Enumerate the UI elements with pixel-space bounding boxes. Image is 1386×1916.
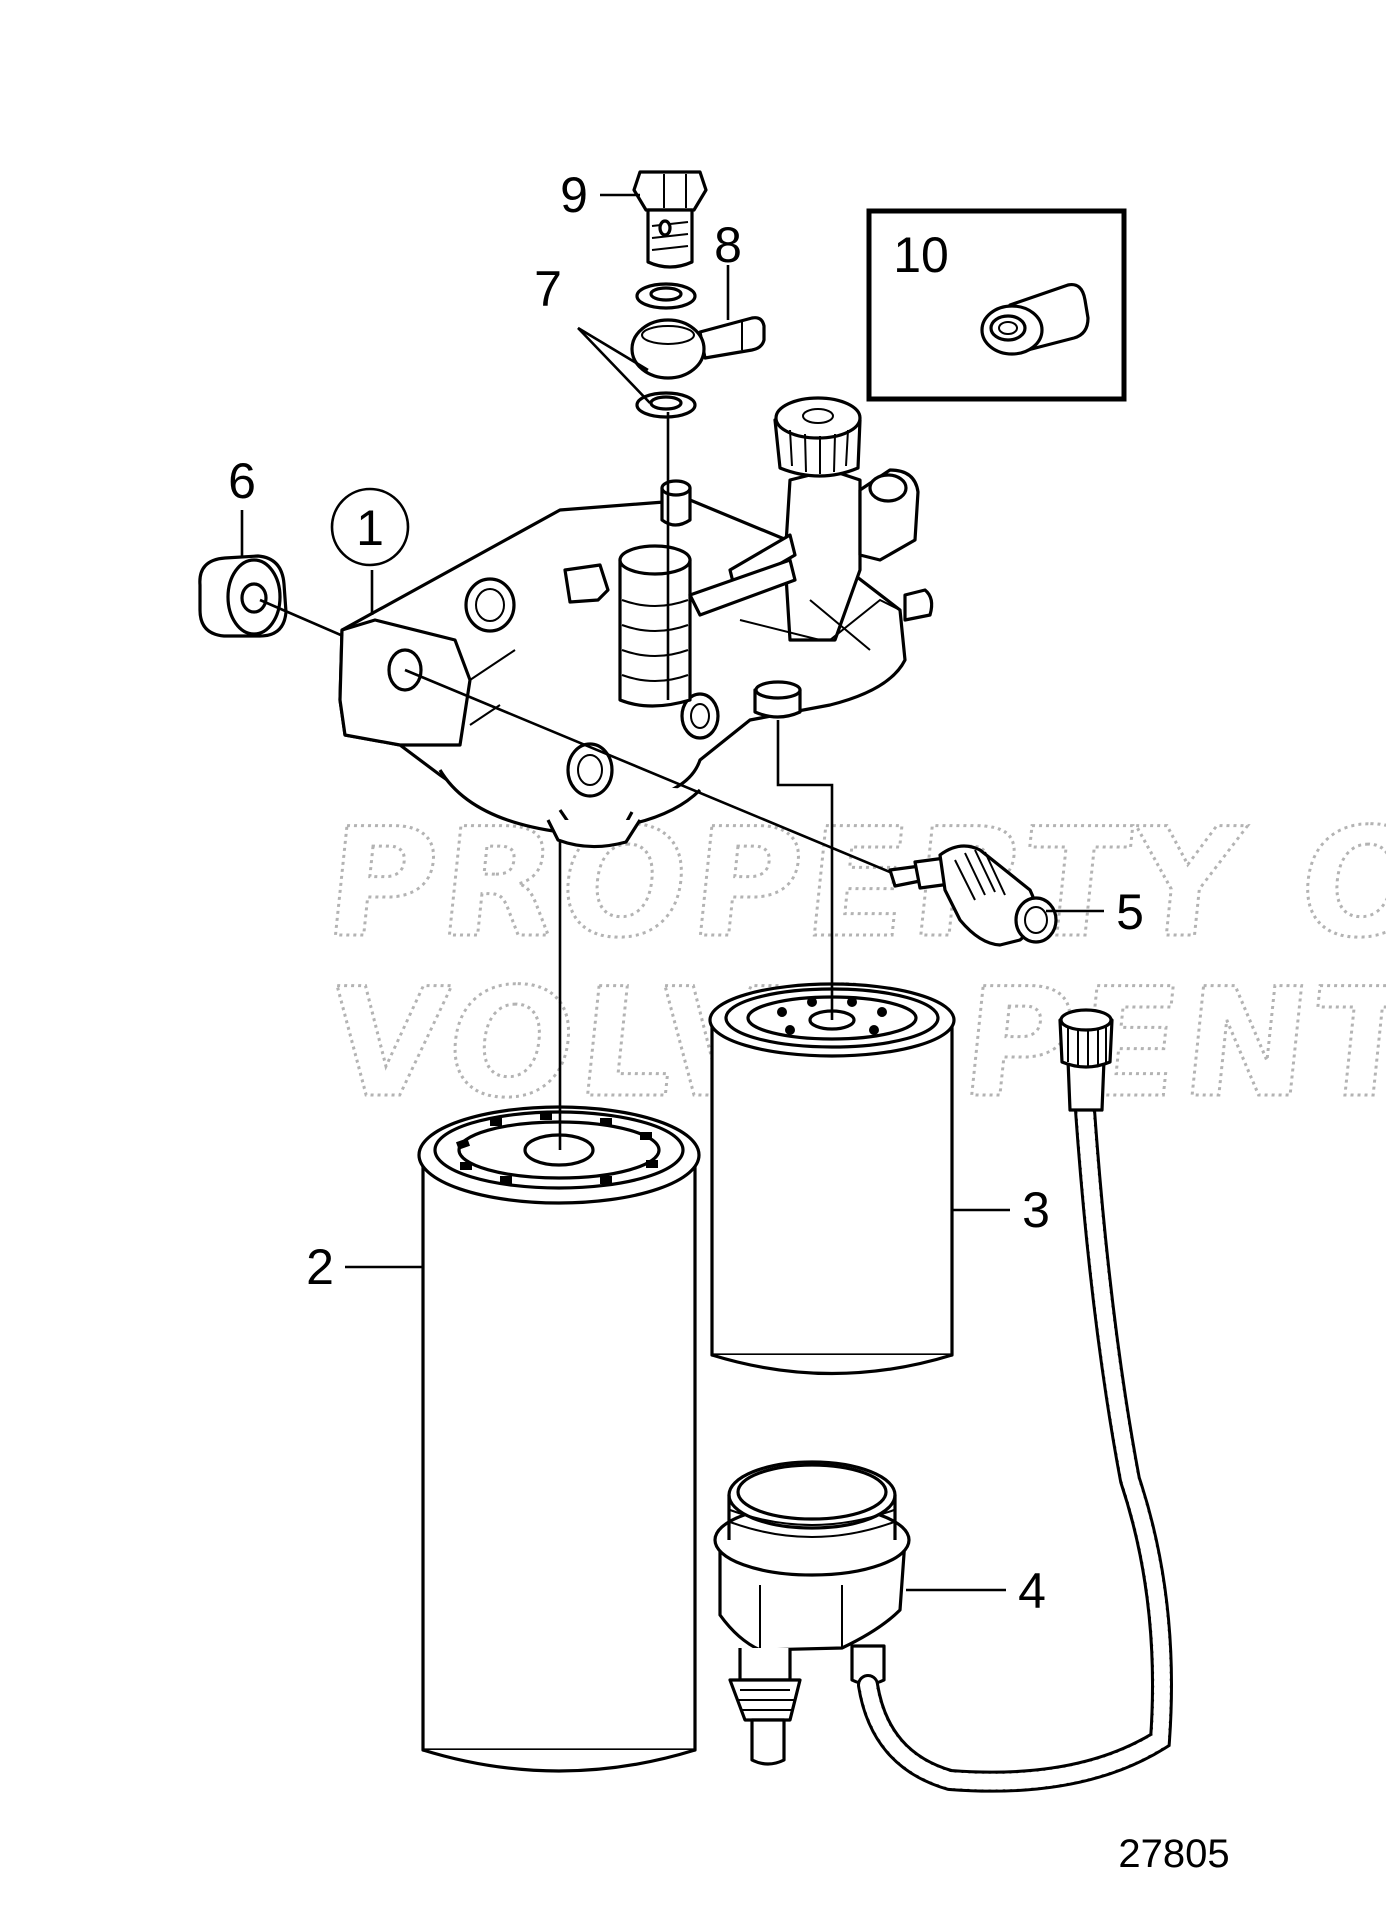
callout-5: 5	[1116, 884, 1144, 940]
callout-3: 3	[1022, 1182, 1050, 1238]
callout-8: 8	[714, 217, 742, 273]
filter-head-bracket	[338, 396, 934, 849]
water-separator-bowl	[713, 1460, 911, 1766]
sealing-washer-bottom	[635, 391, 697, 419]
banjo-fitting-icon	[980, 282, 1090, 356]
temperature-sensor	[888, 844, 1058, 947]
callout-4: 4	[1018, 1563, 1046, 1619]
fuel-filter-large	[417, 1105, 701, 1773]
callout-10: 10	[893, 227, 949, 283]
callout-6: 6	[228, 453, 256, 509]
callout-7: 7	[534, 261, 562, 317]
watermark-line-1: PROPERTY OF	[318, 796, 1386, 971]
part-10-inset	[866, 208, 1127, 402]
sensor-cable	[857, 1008, 1173, 1793]
banjo-fitting-8	[630, 316, 766, 380]
banjo-bolt	[632, 170, 708, 269]
alignment-lines	[240, 193, 1104, 1592]
callout-circle-1	[330, 487, 410, 567]
callout-9: 9	[560, 167, 588, 223]
callout-2: 2	[306, 1239, 334, 1295]
rubber-plug	[198, 554, 288, 638]
fuel-filter-small	[708, 982, 956, 1376]
callout-1: 1	[356, 500, 384, 556]
sealing-washer-top	[635, 282, 697, 310]
figure-number: 27805	[1118, 1832, 1229, 1876]
